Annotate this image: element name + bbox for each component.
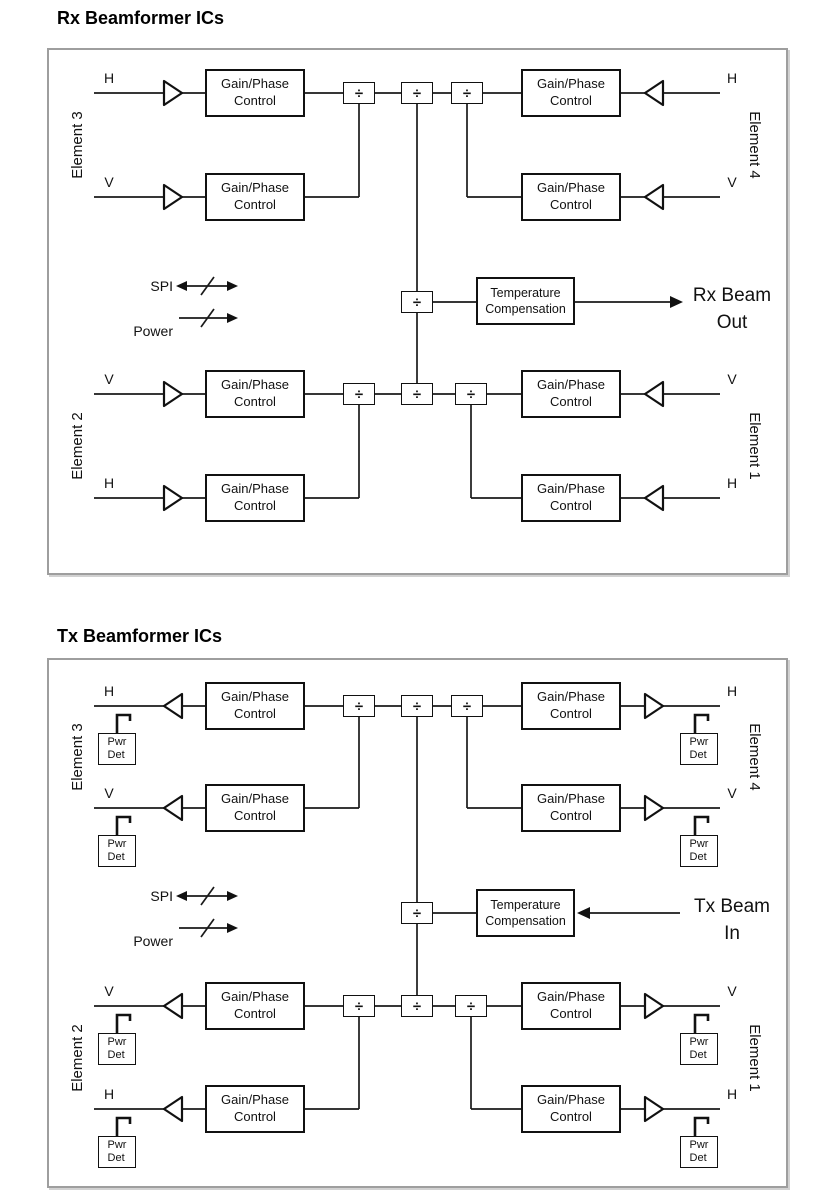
polarization-label-h: H <box>103 475 115 491</box>
gain-phase-control-box: Gain/Phase Control <box>521 1085 621 1133</box>
element-label-3: Element 3 <box>68 723 86 791</box>
gain-phase-control-box: Gain/Phase Control <box>205 173 305 221</box>
spi-bus-arrow <box>179 276 235 296</box>
arrowhead-icon <box>176 891 187 901</box>
polarization-label-h: H <box>726 1086 738 1102</box>
gain-phase-control-box: Gain/Phase Control <box>521 69 621 117</box>
polarization-label-v: V <box>104 174 114 190</box>
arrowhead-icon <box>176 281 187 291</box>
tx-signal-wires <box>94 705 720 1110</box>
spi-label: SPI <box>150 278 173 294</box>
divider-box: ÷ <box>401 291 433 313</box>
spi-bus-arrow <box>179 886 235 906</box>
gain-phase-control-box: Gain/Phase Control <box>205 69 305 117</box>
polarization-label-v: V <box>727 983 737 999</box>
element-label-3: Element 3 <box>68 111 86 179</box>
arrowhead-icon <box>670 296 683 308</box>
rx-beam-out-label: Rx Beam Out <box>692 285 772 333</box>
divider-box: ÷ <box>401 695 433 717</box>
element-label-2: Element 2 <box>68 1024 86 1092</box>
polarization-label-v: V <box>104 371 114 387</box>
arrowhead-icon <box>227 313 238 323</box>
power-detector-box: Pwr Det <box>98 835 136 867</box>
tx-wiring-diagram <box>94 692 720 1136</box>
gain-phase-control-box: Gain/Phase Control <box>205 370 305 418</box>
polarization-label-v: V <box>104 785 114 801</box>
rx-wiring-diagram <box>94 79 720 512</box>
gain-phase-control-box: Gain/Phase Control <box>521 370 621 418</box>
spi-label: SPI <box>150 888 173 904</box>
tx-diagram-title: Tx Beamformer ICs <box>57 626 223 646</box>
rx-signal-wires <box>94 92 720 499</box>
gain-phase-control-box: Gain/Phase Control <box>205 474 305 522</box>
polarization-label-h: H <box>726 683 738 699</box>
temperature-compensation-box: Temperature Compensation <box>476 277 575 325</box>
coupler-icon <box>115 713 710 1136</box>
gain-phase-control-box: Gain/Phase Control <box>205 982 305 1030</box>
power-label: Power <box>133 323 173 339</box>
power-detector-box: Pwr Det <box>98 1136 136 1168</box>
gain-phase-control-box: Gain/Phase Control <box>205 682 305 730</box>
power-bus-arrow <box>179 918 235 938</box>
gain-phase-control-box: Gain/Phase Control <box>205 1085 305 1133</box>
gain-phase-control-box: Gain/Phase Control <box>521 173 621 221</box>
power-detector-box: Pwr Det <box>98 733 136 765</box>
divider-box: ÷ <box>343 383 375 405</box>
divider-box: ÷ <box>343 695 375 717</box>
power-detector-box: Pwr Det <box>680 1033 718 1065</box>
arrowhead-icon <box>227 891 238 901</box>
polarization-label-v: V <box>727 174 737 190</box>
gain-phase-control-box: Gain/Phase Control <box>205 784 305 832</box>
power-detector-box: Pwr Det <box>680 835 718 867</box>
divider-box: ÷ <box>455 383 487 405</box>
gain-phase-control-box: Gain/Phase Control <box>521 682 621 730</box>
bus-width-slash-icon <box>200 308 215 328</box>
polarization-label-v: V <box>727 785 737 801</box>
divider-box: ÷ <box>343 82 375 104</box>
power-label: Power <box>133 933 173 949</box>
amplifier-icon <box>162 692 665 1123</box>
polarization-label-h: H <box>103 683 115 699</box>
rx-diagram-title: Rx Beamformer ICs <box>57 8 225 28</box>
power-detector-box: Pwr Det <box>680 1136 718 1168</box>
divider-box: ÷ <box>401 82 433 104</box>
gain-phase-control-box: Gain/Phase Control <box>521 474 621 522</box>
divider-box: ÷ <box>451 82 483 104</box>
power-detector-box: Pwr Det <box>98 1033 136 1065</box>
divider-box: ÷ <box>401 383 433 405</box>
arrowhead-icon <box>227 281 238 291</box>
polarization-label-v: V <box>727 371 737 387</box>
polarization-label-v: V <box>104 983 114 999</box>
rx-beamformer-panel: Gain/Phase Control Gain/Phase Control Ga… <box>47 48 788 575</box>
divider-box: ÷ <box>343 995 375 1017</box>
divider-box: ÷ <box>401 902 433 924</box>
power-detector-box: Pwr Det <box>680 733 718 765</box>
divider-box: ÷ <box>451 695 483 717</box>
gain-phase-control-box: Gain/Phase Control <box>521 784 621 832</box>
arrowhead-icon <box>227 923 238 933</box>
element-label-4: Element 4 <box>746 723 764 791</box>
polarization-label-h: H <box>726 475 738 491</box>
tx-beamformer-panel: Gain/Phase Control Gain/Phase Control Ga… <box>47 658 788 1188</box>
element-label-2: Element 2 <box>68 412 86 480</box>
gain-phase-control-box: Gain/Phase Control <box>521 982 621 1030</box>
tx-beam-in-label: Tx Beam In <box>693 896 771 944</box>
element-label-1: Element 1 <box>746 412 764 480</box>
polarization-label-h: H <box>103 70 115 86</box>
arrowhead-icon <box>577 907 590 919</box>
divider-box: ÷ <box>401 995 433 1017</box>
temperature-compensation-box: Temperature Compensation <box>476 889 575 937</box>
amplifier-icon <box>162 79 665 512</box>
polarization-label-h: H <box>103 1086 115 1102</box>
element-label-1: Element 1 <box>746 1024 764 1092</box>
element-label-4: Element 4 <box>746 111 764 179</box>
bus-width-slash-icon <box>200 886 215 906</box>
bus-width-slash-icon <box>200 276 215 296</box>
bus-width-slash-icon <box>200 918 215 938</box>
polarization-label-h: H <box>726 70 738 86</box>
divider-box: ÷ <box>455 995 487 1017</box>
power-bus-arrow <box>179 308 235 328</box>
